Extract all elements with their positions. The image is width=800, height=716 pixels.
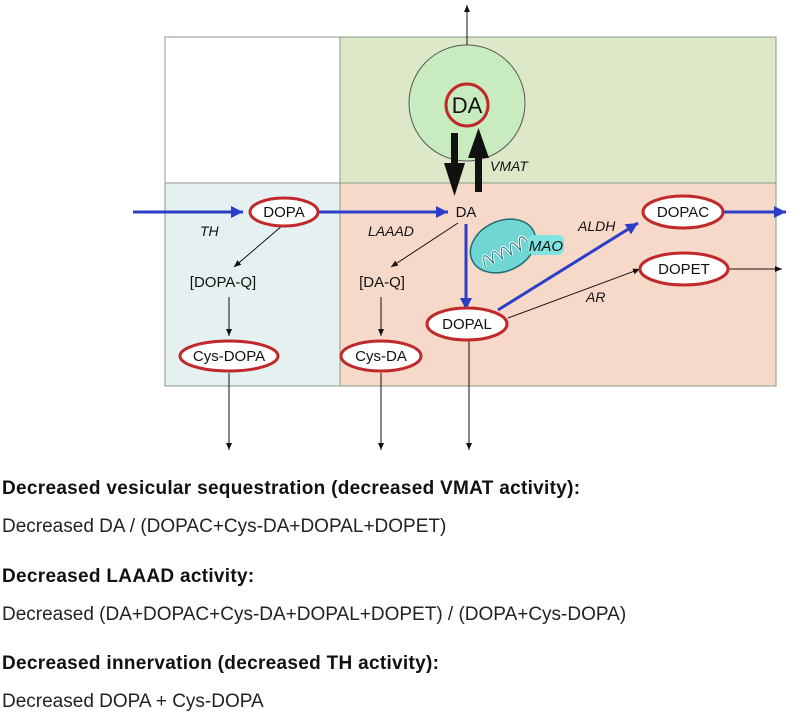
- mao-label-box: [528, 235, 564, 255]
- vesicle-region: [339, 36, 777, 184]
- dopa-label: DOPA: [263, 204, 304, 221]
- dopal-ellipse: [425, 306, 509, 342]
- th-note-heading: Decreased innervation (decreased TH acti…: [2, 653, 440, 674]
- cys-dopa-ellipse: [178, 339, 280, 373]
- catecholamine-pathway-diagram: DA VMAT MAO D: [133, 5, 786, 450]
- dopet-label: DOPET: [658, 261, 710, 278]
- mao-label: MAO: [529, 238, 564, 255]
- dopa-q-label: [DOPA-Q]: [190, 274, 256, 291]
- cys-da-label: Cys-DA: [355, 348, 407, 365]
- dopa-ellipse: [248, 196, 320, 228]
- vmat-note-heading: Decreased vesicular sequestration (decre…: [2, 478, 581, 499]
- dopac-label: DOPAC: [657, 204, 709, 221]
- da-q-label: [DA-Q]: [359, 274, 405, 291]
- ar-enzyme-label: AR: [585, 289, 605, 305]
- cys-dopa-label: Cys-DOPA: [193, 348, 265, 365]
- dopac-ellipse: [641, 194, 725, 230]
- vmat-exchange-arrows: [444, 128, 489, 196]
- laaad-note-heading: Decreased LAAAD activity:: [2, 566, 255, 587]
- presynaptic-blank-region: [164, 36, 341, 184]
- aldh-enzyme-label: ALDH: [577, 218, 616, 234]
- vmat-enzyme-label: VMAT: [490, 158, 529, 174]
- da-vesicle-label: DA: [452, 93, 483, 118]
- th-enzyme-label: TH: [200, 223, 220, 239]
- main-pathway-arrows: [133, 206, 786, 312]
- dopal-label: DOPAL: [442, 316, 492, 333]
- laaad-note-formula: Decreased (DA+DOPAC+Cys-DA+DOPAL+DOPET) …: [2, 604, 627, 625]
- th-note-formula: Decreased DOPA + Cys-DOPA: [2, 691, 264, 712]
- mitochondrion-icon: [469, 218, 537, 274]
- dopet-ellipse: [638, 251, 730, 287]
- da-vesicle-ellipse: [444, 82, 490, 128]
- vmat-note-formula: Decreased DA / (DOPAC+Cys-DA+DOPAL+DOPET…: [2, 516, 447, 537]
- da-label: DA: [456, 204, 477, 221]
- laaad-enzyme-label: LAAAD: [368, 223, 414, 239]
- cys-da-ellipse: [339, 339, 423, 373]
- side-reaction-arrows: [226, 222, 782, 450]
